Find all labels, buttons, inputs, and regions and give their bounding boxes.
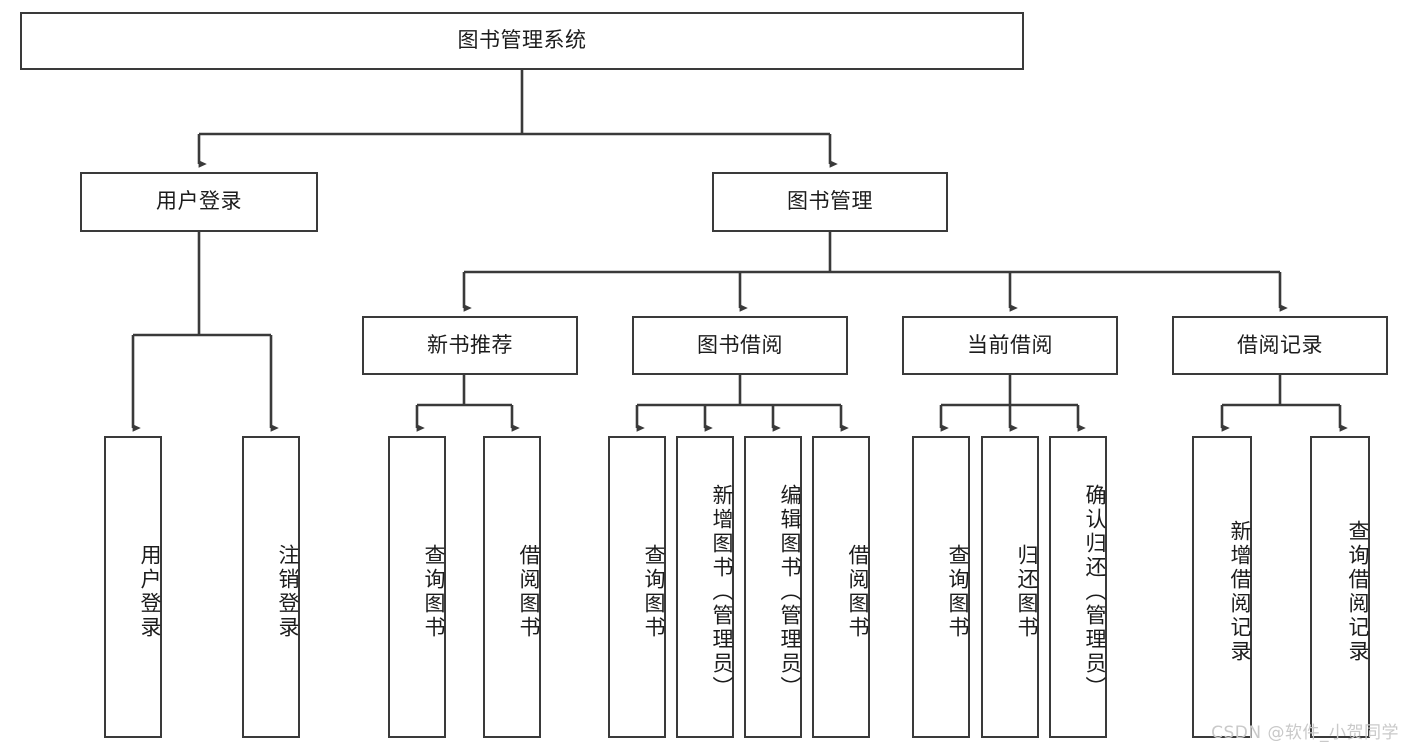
node-label: 用户登录 [138, 544, 162, 640]
node-borrow-record[interactable]: 借阅记录 [1172, 316, 1388, 375]
leaf-book-borrow-query-book[interactable]: 查询图书 [608, 436, 666, 738]
node-label: 图书管理系统 [457, 28, 587, 53]
leaf-book-borrow-edit-book-admin[interactable]: 编辑图书（管理员） [744, 436, 802, 738]
node-new-book-recommend[interactable]: 新书推荐 [362, 316, 578, 375]
csdn-watermark: CSDN @软件_小贺同学 [1211, 723, 1399, 743]
node-root-book-management-system[interactable]: 图书管理系统 [20, 12, 1024, 70]
leaf-new-book-query-book[interactable]: 查询图书 [388, 436, 446, 738]
node-label: 查询图书 [946, 544, 970, 640]
leaf-current-borrow-confirm-return-admin[interactable]: 确认归还（管理员） [1049, 436, 1107, 738]
node-current-borrow[interactable]: 当前借阅 [902, 316, 1118, 375]
node-label: 借阅图书 [517, 544, 541, 640]
leaf-logout[interactable]: 注销登录 [242, 436, 300, 738]
leaf-current-borrow-query-book[interactable]: 查询图书 [912, 436, 970, 738]
leaf-book-borrow-add-book-admin[interactable]: 新增图书（管理员） [676, 436, 734, 738]
node-label: 新书推荐 [427, 332, 513, 357]
leaf-current-borrow-return-book[interactable]: 归还图书 [981, 436, 1039, 738]
node-label: 确认归还（管理员） [1083, 484, 1107, 700]
node-label: 查询图书 [642, 544, 666, 640]
node-label: 归还图书 [1015, 544, 1039, 640]
node-label: 借阅记录 [1237, 332, 1323, 357]
node-label: 图书借阅 [697, 332, 783, 357]
leaf-new-book-borrow-book[interactable]: 借阅图书 [483, 436, 541, 738]
node-label: 注销登录 [276, 544, 300, 640]
leaf-borrow-record-add-record[interactable]: 新增借阅记录 [1192, 436, 1252, 738]
node-label: 图书管理 [787, 189, 873, 214]
node-label: 用户登录 [156, 189, 242, 214]
node-label: 查询图书 [422, 544, 446, 640]
node-label: 查询借阅记录 [1346, 520, 1370, 664]
leaf-book-borrow-borrow-book[interactable]: 借阅图书 [812, 436, 870, 738]
node-label: 编辑图书（管理员） [778, 484, 802, 700]
leaf-user-login[interactable]: 用户登录 [104, 436, 162, 738]
node-book-borrow[interactable]: 图书借阅 [632, 316, 848, 375]
leaf-borrow-record-query-record[interactable]: 查询借阅记录 [1310, 436, 1370, 738]
node-book-management[interactable]: 图书管理 [712, 172, 948, 232]
node-label: 当前借阅 [967, 332, 1053, 357]
node-label: 新增图书（管理员） [710, 484, 734, 700]
node-label: 新增借阅记录 [1228, 520, 1252, 664]
node-label: 借阅图书 [846, 544, 870, 640]
node-user-login[interactable]: 用户登录 [80, 172, 318, 232]
